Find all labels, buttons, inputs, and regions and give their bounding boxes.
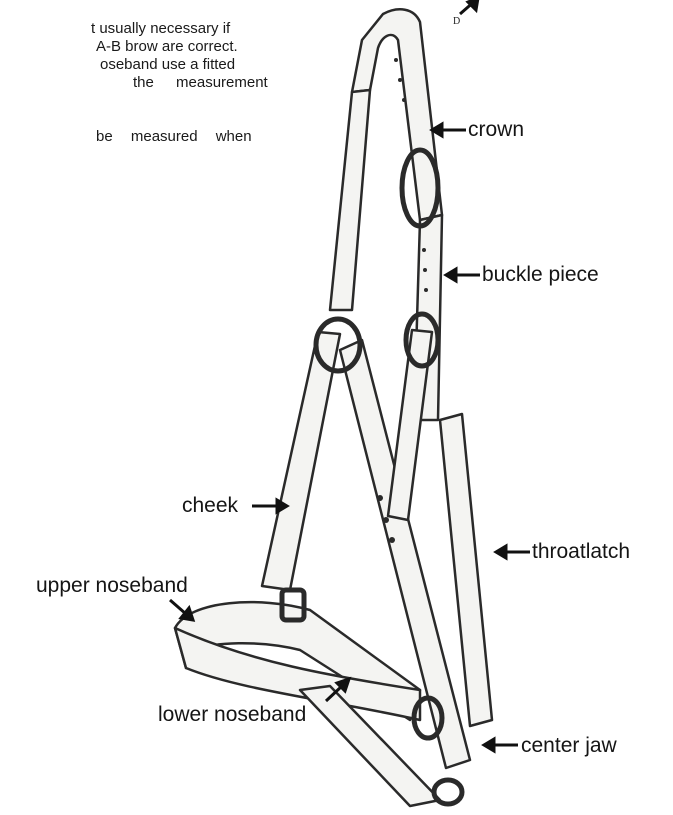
- crown-left-strap: [330, 90, 370, 310]
- label-cheek: cheek: [182, 494, 238, 518]
- label-crown: crown: [468, 118, 524, 142]
- point-label-d: D: [453, 16, 460, 27]
- label-throatlatch: throatlatch: [532, 540, 630, 564]
- bottom-ring: [434, 780, 462, 804]
- label-lower-noseband: lower noseband: [158, 703, 306, 727]
- label-buckle-piece: buckle piece: [482, 263, 599, 287]
- label-center-jaw: center jaw: [521, 734, 617, 758]
- arrow-upper-noseband: [170, 600, 186, 614]
- label-upper-noseband: upper noseband: [36, 574, 188, 598]
